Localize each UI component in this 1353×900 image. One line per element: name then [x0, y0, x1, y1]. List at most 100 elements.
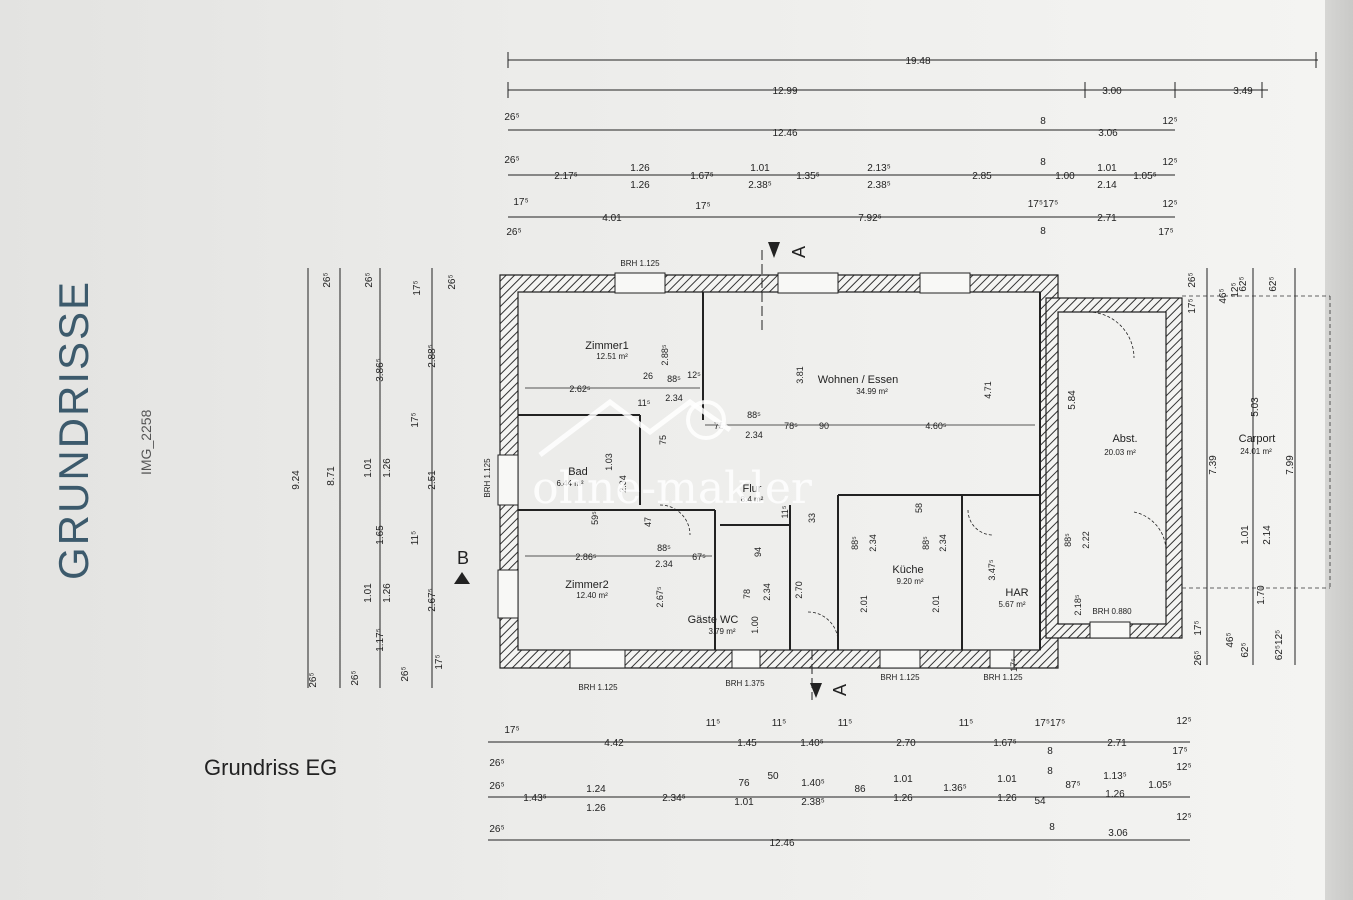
dim-bottom-r1: 17⁵17⁵ — [1035, 718, 1066, 729]
room-label-wohnen-essen: Wohnen / Essen — [818, 374, 899, 386]
dim-top-r4: 1.01 — [1097, 163, 1117, 174]
room-area-bad: 6.44 m² — [556, 479, 583, 488]
dim-left-c3: 3.86⁵ — [375, 358, 386, 382]
inner-dim: 2.34 — [618, 475, 628, 493]
dim-left-c4: 11⁵ — [410, 531, 421, 546]
inner-dim: 2.22 — [1081, 531, 1091, 549]
inner-dim: 2.34 — [938, 534, 948, 552]
room-area-har: 5.67 m² — [998, 600, 1025, 609]
dim-top-r5: 17⁵ — [695, 201, 710, 212]
window-labels: BRH 1.125 BRH 1.125 BRH 1.375 BRH 1.125 … — [483, 259, 1132, 692]
dim-bottom-r2: 87⁵ — [1065, 780, 1080, 791]
dim-bottom-r2: 26⁵ — [489, 781, 504, 792]
dim-top-r5: 26⁵ — [506, 227, 521, 238]
dim-right-c2: 1.01 — [1240, 525, 1251, 545]
dim-right-c1: 7.39 — [1208, 455, 1219, 475]
inner-dim: 26 — [643, 371, 653, 381]
interior-walls — [518, 292, 1041, 650]
dim-top-r4: 8 — [1040, 157, 1046, 168]
dim-bottom-r1: 26⁵ — [489, 758, 504, 769]
dim-right-c2: 1.70 — [1256, 585, 1267, 605]
inner-dim: 2.70 — [794, 581, 804, 599]
room-area-gaeste-wc: 3.79 m² — [708, 627, 735, 636]
svg-text:B: B — [457, 548, 469, 568]
dim-top-r5: 4.01 — [602, 213, 622, 224]
dim-bottom-r3: 26⁵ — [489, 824, 504, 835]
inner-dim: 88⁵ — [667, 374, 681, 384]
inner-dim: 12⁵ — [687, 370, 701, 380]
dim-left-c2: 8.71 — [326, 466, 337, 486]
dim-right-c2: 62⁵ — [1240, 642, 1251, 657]
dim-bottom-r1: 17⁵ — [504, 725, 519, 736]
dim-bottom-r2: 12⁵ — [1176, 762, 1191, 773]
windows — [497, 272, 1131, 669]
svg-text:A: A — [789, 246, 809, 258]
room-label-carport: Carport — [1239, 433, 1276, 445]
room-label-kueche: Küche — [892, 564, 923, 576]
inner-dim: 88⁵ — [921, 536, 931, 550]
dim-top-r1: 19.48 — [905, 56, 930, 67]
dim-bottom-r1: 2.71 — [1107, 738, 1127, 749]
dim-left-c3: 1.26 — [382, 583, 393, 603]
dim-top-r5: 12⁵ — [1162, 199, 1177, 210]
dim-left-c3: 26⁵ — [364, 272, 375, 287]
bottom-dimension-chains — [488, 741, 1190, 841]
dim-top-r5: 17⁵ — [1158, 227, 1173, 238]
dim-right-c1: 26⁵ — [1193, 650, 1204, 665]
inner-dim: 59⁵ — [590, 511, 600, 525]
dim-bottom-r1: 11⁵ — [838, 718, 853, 729]
inner-dim: 4.71 — [983, 381, 993, 399]
inner-dim: 1.03 — [604, 453, 614, 471]
dim-right-c2: 5.03 — [1250, 397, 1261, 417]
dim-bottom-r3: 12.46 — [769, 838, 794, 849]
dim-top-r4: 2.13⁵ — [867, 163, 891, 174]
dim-left-c1: 9.24 — [291, 470, 302, 490]
window-label: BRH 1.125 — [880, 673, 920, 682]
dim-right-c1: 17⁵ — [1187, 298, 1198, 313]
dim-bottom-r1: 11⁵ — [706, 718, 721, 729]
dim-top-r4: 2.14 — [1097, 180, 1117, 191]
dim-left-c2: 26⁵ — [350, 670, 361, 685]
dim-top-r4: 1.67⁵ — [690, 171, 714, 182]
dim-bottom-r2: 1.36⁵ — [943, 783, 967, 794]
dim-top-r5: 17⁵17⁵ — [1028, 199, 1059, 210]
room-area-abst: 20.03 m² — [1104, 448, 1136, 457]
section-marker-b: B — [454, 548, 470, 584]
section-marker-a-top: A — [768, 242, 809, 258]
inner-dim: 78 — [742, 589, 752, 599]
inner-dim: 2.34 — [665, 393, 683, 403]
dim-bottom-r1: 11⁵ — [959, 718, 974, 729]
inner-dim: 2.34 — [745, 430, 763, 440]
inner-dim: 47 — [643, 517, 653, 527]
room-area-wohnen-essen: 34.99 m² — [856, 387, 888, 396]
dim-left-c4: 17⁵ — [412, 280, 423, 295]
dim-bottom-r1: 8 — [1047, 746, 1053, 757]
inner-dim: 2.34 — [655, 559, 673, 569]
dim-right-c1: 17⁵ — [1193, 620, 1204, 635]
inner-dim: 2.62⁵ — [569, 384, 591, 394]
dim-left-c3: 26⁵ — [400, 666, 411, 681]
dim-top-r4: 1.26 — [630, 180, 650, 191]
dim-right-c2: 46⁵ — [1225, 632, 1236, 647]
room-label-abst: Abst. — [1112, 433, 1137, 445]
dim-bottom-r2: 1.43⁵ — [523, 793, 547, 804]
carport-outline — [1182, 295, 1331, 589]
section-line-a — [761, 250, 813, 700]
dim-top-r4: 2.17⁵ — [554, 171, 578, 182]
dim-top-r4: 1.05⁵ — [1133, 171, 1157, 182]
dim-right-c1: 26⁵ — [1187, 272, 1198, 287]
window-label: BRH 1.375 — [725, 679, 765, 688]
dim-bottom-r2: 54 — [1034, 796, 1046, 807]
dim-bottom-r2: 8 — [1047, 766, 1053, 777]
dim-left-c3: 1.01 — [363, 583, 374, 603]
window-label: BRH 1.125 — [578, 683, 618, 692]
room-area-flur: 8.4 m² — [741, 495, 764, 504]
dim-top-r4: 26⁵ — [504, 155, 519, 166]
dim-bottom-r2: 1.01 — [734, 797, 754, 808]
inner-dim: 2.67⁵ — [655, 586, 665, 608]
inner-dim: 3.81 — [795, 366, 805, 384]
interior-dimensions: 2.62⁵ 26 88⁵ 12⁵ 2.34 11⁵ 2.88⁵ 75 88⁵ 7… — [525, 344, 1091, 672]
dim-top-r3: 26⁵ — [504, 112, 519, 123]
dim-bottom-r2: 1.24 — [586, 784, 606, 795]
dim-bottom-r2: 76 — [738, 778, 750, 789]
